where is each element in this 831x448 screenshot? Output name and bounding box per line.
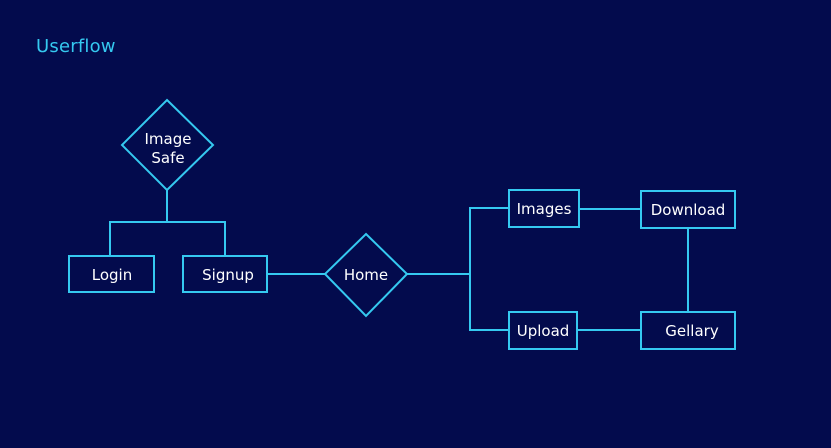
edges [109, 190, 689, 331]
signup-box [182, 255, 268, 293]
upload-box [508, 311, 578, 350]
upload-label: Upload [517, 322, 570, 340]
home-label: Home [344, 266, 388, 284]
node-signup: Signup [182, 255, 268, 293]
download-box [640, 190, 736, 229]
node-upload: Upload [508, 311, 578, 350]
home-diamond [323, 232, 409, 318]
gellary-label: Gellary [665, 322, 719, 340]
image-safe-diamond [120, 98, 215, 192]
page-title: Userflow [36, 36, 116, 57]
images-box [508, 189, 580, 228]
node-login: Login [68, 255, 155, 293]
images-label: Images [517, 200, 572, 218]
edge-image-safe-to-signup [167, 221, 226, 256]
node-download: Download [640, 190, 736, 229]
signup-label: Signup [202, 266, 254, 284]
node-gellary: Gellary [640, 311, 736, 350]
node-images: Images [508, 189, 580, 228]
download-label: Download [651, 201, 726, 219]
login-box [68, 255, 155, 293]
node-home: Home [323, 232, 409, 318]
login-label: Login [92, 266, 132, 284]
edge-branch-to-images [469, 207, 509, 331]
image-safe-label-line1: Image [145, 130, 192, 148]
node-image-safe: Image Safe [120, 98, 215, 192]
gellary-box [640, 311, 736, 350]
edge-image-safe-to-login [109, 190, 168, 256]
image-safe-label-line2: Safe [151, 149, 184, 167]
